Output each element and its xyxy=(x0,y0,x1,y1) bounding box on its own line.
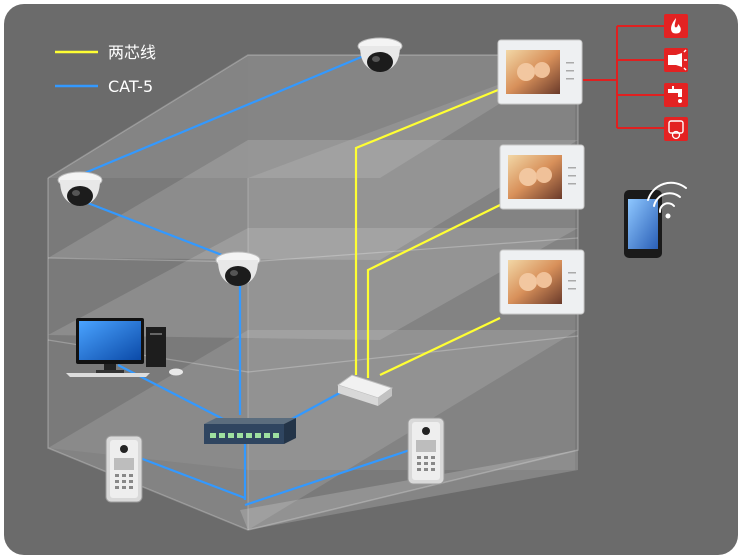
indoor-monitor xyxy=(499,249,585,315)
two-wire-wiring xyxy=(354,88,501,378)
two-wire-monitor-2 xyxy=(366,204,501,378)
two-wire-monitor-1 xyxy=(354,88,499,375)
floor-slab-ground xyxy=(48,330,578,530)
legend: 两芯线 CAT-5 xyxy=(55,43,156,96)
wifi-icon xyxy=(647,181,687,213)
dome-camera xyxy=(57,171,103,206)
two-wire-monitor-3 xyxy=(379,317,501,376)
dome-camera xyxy=(357,37,403,72)
door-station xyxy=(407,417,445,485)
alarm-bus xyxy=(583,25,664,129)
indoor-monitor xyxy=(497,39,583,105)
siren-icon xyxy=(664,48,688,72)
cat5-camera-left-to-mid xyxy=(79,198,241,264)
building-front-wall xyxy=(248,55,578,530)
pc-mouse xyxy=(169,368,183,376)
floor-slab-3 xyxy=(48,228,578,340)
distributor-box xyxy=(336,374,394,406)
desktop-computer xyxy=(66,318,183,377)
building-base xyxy=(240,450,578,530)
network-switch xyxy=(204,418,296,444)
building-edge xyxy=(47,55,579,531)
phone-screen xyxy=(628,199,658,249)
door-station xyxy=(105,435,143,503)
background-panel xyxy=(4,4,738,555)
indoor-monitor xyxy=(499,144,585,210)
pc-tower xyxy=(146,327,166,367)
cat5-door-left xyxy=(139,456,246,500)
legend-label-cat5: CAT-5 xyxy=(108,77,153,96)
cat5-switch-to-dist xyxy=(289,389,346,421)
smoke-detector-icon xyxy=(664,117,688,141)
legend-label-two-wire: 两芯线 xyxy=(108,43,156,62)
building-left-wall xyxy=(48,55,248,470)
building-back-wall xyxy=(248,55,575,470)
cat5-camera-top-to-left xyxy=(79,48,379,177)
floor-slab-top xyxy=(48,55,578,178)
building xyxy=(47,54,579,531)
cat5-door-right xyxy=(244,448,411,507)
fire-icon xyxy=(664,14,688,38)
floor-slab-2 xyxy=(48,140,578,260)
building-edge-top xyxy=(47,54,578,179)
water-leak-icon xyxy=(664,83,688,107)
smartphone-wifi xyxy=(624,181,687,258)
dome-camera xyxy=(215,251,261,286)
pc-keyboard xyxy=(66,373,150,377)
